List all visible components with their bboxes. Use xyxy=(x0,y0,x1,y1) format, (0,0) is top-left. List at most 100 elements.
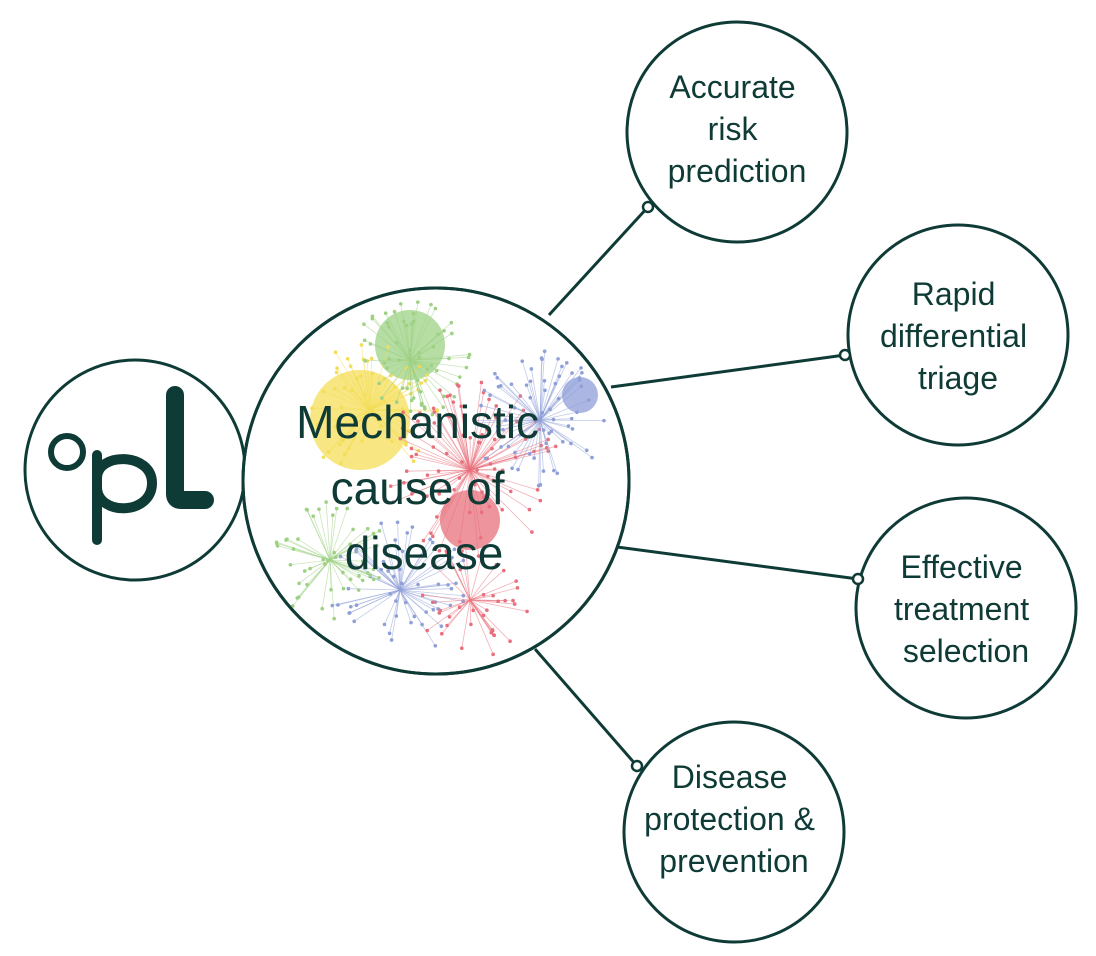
network-edge xyxy=(433,422,471,471)
network-node xyxy=(458,375,462,379)
network-node xyxy=(590,455,594,460)
network-edge xyxy=(399,589,442,627)
network-edge xyxy=(409,359,432,366)
network-node xyxy=(564,361,569,365)
network-node xyxy=(398,302,403,306)
network-blob xyxy=(562,377,598,413)
network-node xyxy=(438,608,443,613)
outcome-treatment-circle xyxy=(854,496,1078,720)
network-edge xyxy=(399,557,453,591)
outcome-treatment-port xyxy=(851,572,865,586)
network-edge xyxy=(369,373,373,411)
network-edge xyxy=(399,542,433,591)
network-node xyxy=(508,489,513,494)
connectors xyxy=(240,205,859,767)
network-edge xyxy=(469,434,483,471)
network-node xyxy=(451,400,456,404)
network-edge xyxy=(511,383,541,421)
network-edge xyxy=(400,438,471,471)
network-node xyxy=(491,633,496,637)
network-edge xyxy=(399,584,419,591)
center-label: Mechanistic cause of disease xyxy=(296,396,552,579)
network-edge xyxy=(399,589,464,602)
network-edge xyxy=(329,559,368,574)
network-edge xyxy=(409,359,467,368)
network-edge xyxy=(329,543,351,561)
network-edge xyxy=(474,419,541,424)
network-node xyxy=(355,376,359,381)
network-node xyxy=(424,373,429,377)
network-node xyxy=(391,500,396,504)
network-node xyxy=(421,538,426,543)
network-node xyxy=(560,364,564,369)
network-node xyxy=(386,345,390,349)
network-node xyxy=(541,469,546,473)
network-node xyxy=(348,577,353,582)
network-node xyxy=(417,355,422,360)
network-node xyxy=(409,391,413,396)
network-node xyxy=(452,487,456,492)
network-node xyxy=(437,548,442,553)
network-node xyxy=(444,451,449,456)
network-node xyxy=(404,441,408,445)
network-node xyxy=(515,586,520,590)
network-node xyxy=(373,534,377,539)
network-edge xyxy=(539,358,559,421)
network-node xyxy=(321,389,326,394)
network-node xyxy=(429,302,433,307)
network-edge xyxy=(336,367,371,411)
network-node xyxy=(460,549,464,553)
network-node xyxy=(556,357,560,361)
network-edge xyxy=(350,589,401,608)
network-edge xyxy=(539,419,550,434)
network-node xyxy=(579,366,583,370)
network-edge xyxy=(469,469,530,510)
network-edge xyxy=(469,580,517,601)
network-node xyxy=(446,583,450,587)
network-edge xyxy=(496,377,541,421)
outcome-risk-label: Accurate risk prediction xyxy=(668,69,807,189)
network-node xyxy=(377,381,381,386)
network-node xyxy=(424,610,428,614)
network-edge xyxy=(469,564,497,601)
network-node xyxy=(457,539,462,544)
connector-treatment xyxy=(616,545,859,581)
network-edge xyxy=(452,416,471,471)
network-edge xyxy=(409,359,445,397)
network-node xyxy=(506,444,511,449)
outcome-treatment-label: Effective treatment selection xyxy=(894,549,1038,669)
network-edge xyxy=(402,359,411,389)
network-edge xyxy=(539,399,589,421)
network-node xyxy=(288,562,293,567)
network-edge xyxy=(384,546,401,591)
network-edge xyxy=(461,599,471,649)
network-node xyxy=(412,614,417,619)
network-node xyxy=(365,571,370,575)
network-node xyxy=(360,578,365,583)
network-node xyxy=(377,575,381,580)
network-node xyxy=(425,473,430,477)
network-node xyxy=(473,482,477,487)
network-node xyxy=(467,352,472,357)
network-node xyxy=(480,432,484,437)
network-edge xyxy=(339,409,371,445)
network-edge xyxy=(378,359,411,384)
network-edge xyxy=(369,346,389,411)
network-edge xyxy=(399,589,415,617)
network-edge xyxy=(356,378,371,411)
network-edge xyxy=(400,303,411,361)
network-node xyxy=(387,325,391,329)
network-node xyxy=(495,413,499,418)
network-node xyxy=(331,513,335,517)
network-edge xyxy=(329,559,360,577)
network-node xyxy=(518,433,522,437)
network-node xyxy=(500,507,505,512)
network-edge xyxy=(389,589,401,634)
network-node xyxy=(383,545,387,549)
network-edge xyxy=(500,419,541,448)
network-node xyxy=(431,406,436,411)
network-node xyxy=(442,328,446,333)
network-edge xyxy=(369,378,385,411)
network-edge xyxy=(426,599,471,631)
network-node xyxy=(409,454,414,459)
